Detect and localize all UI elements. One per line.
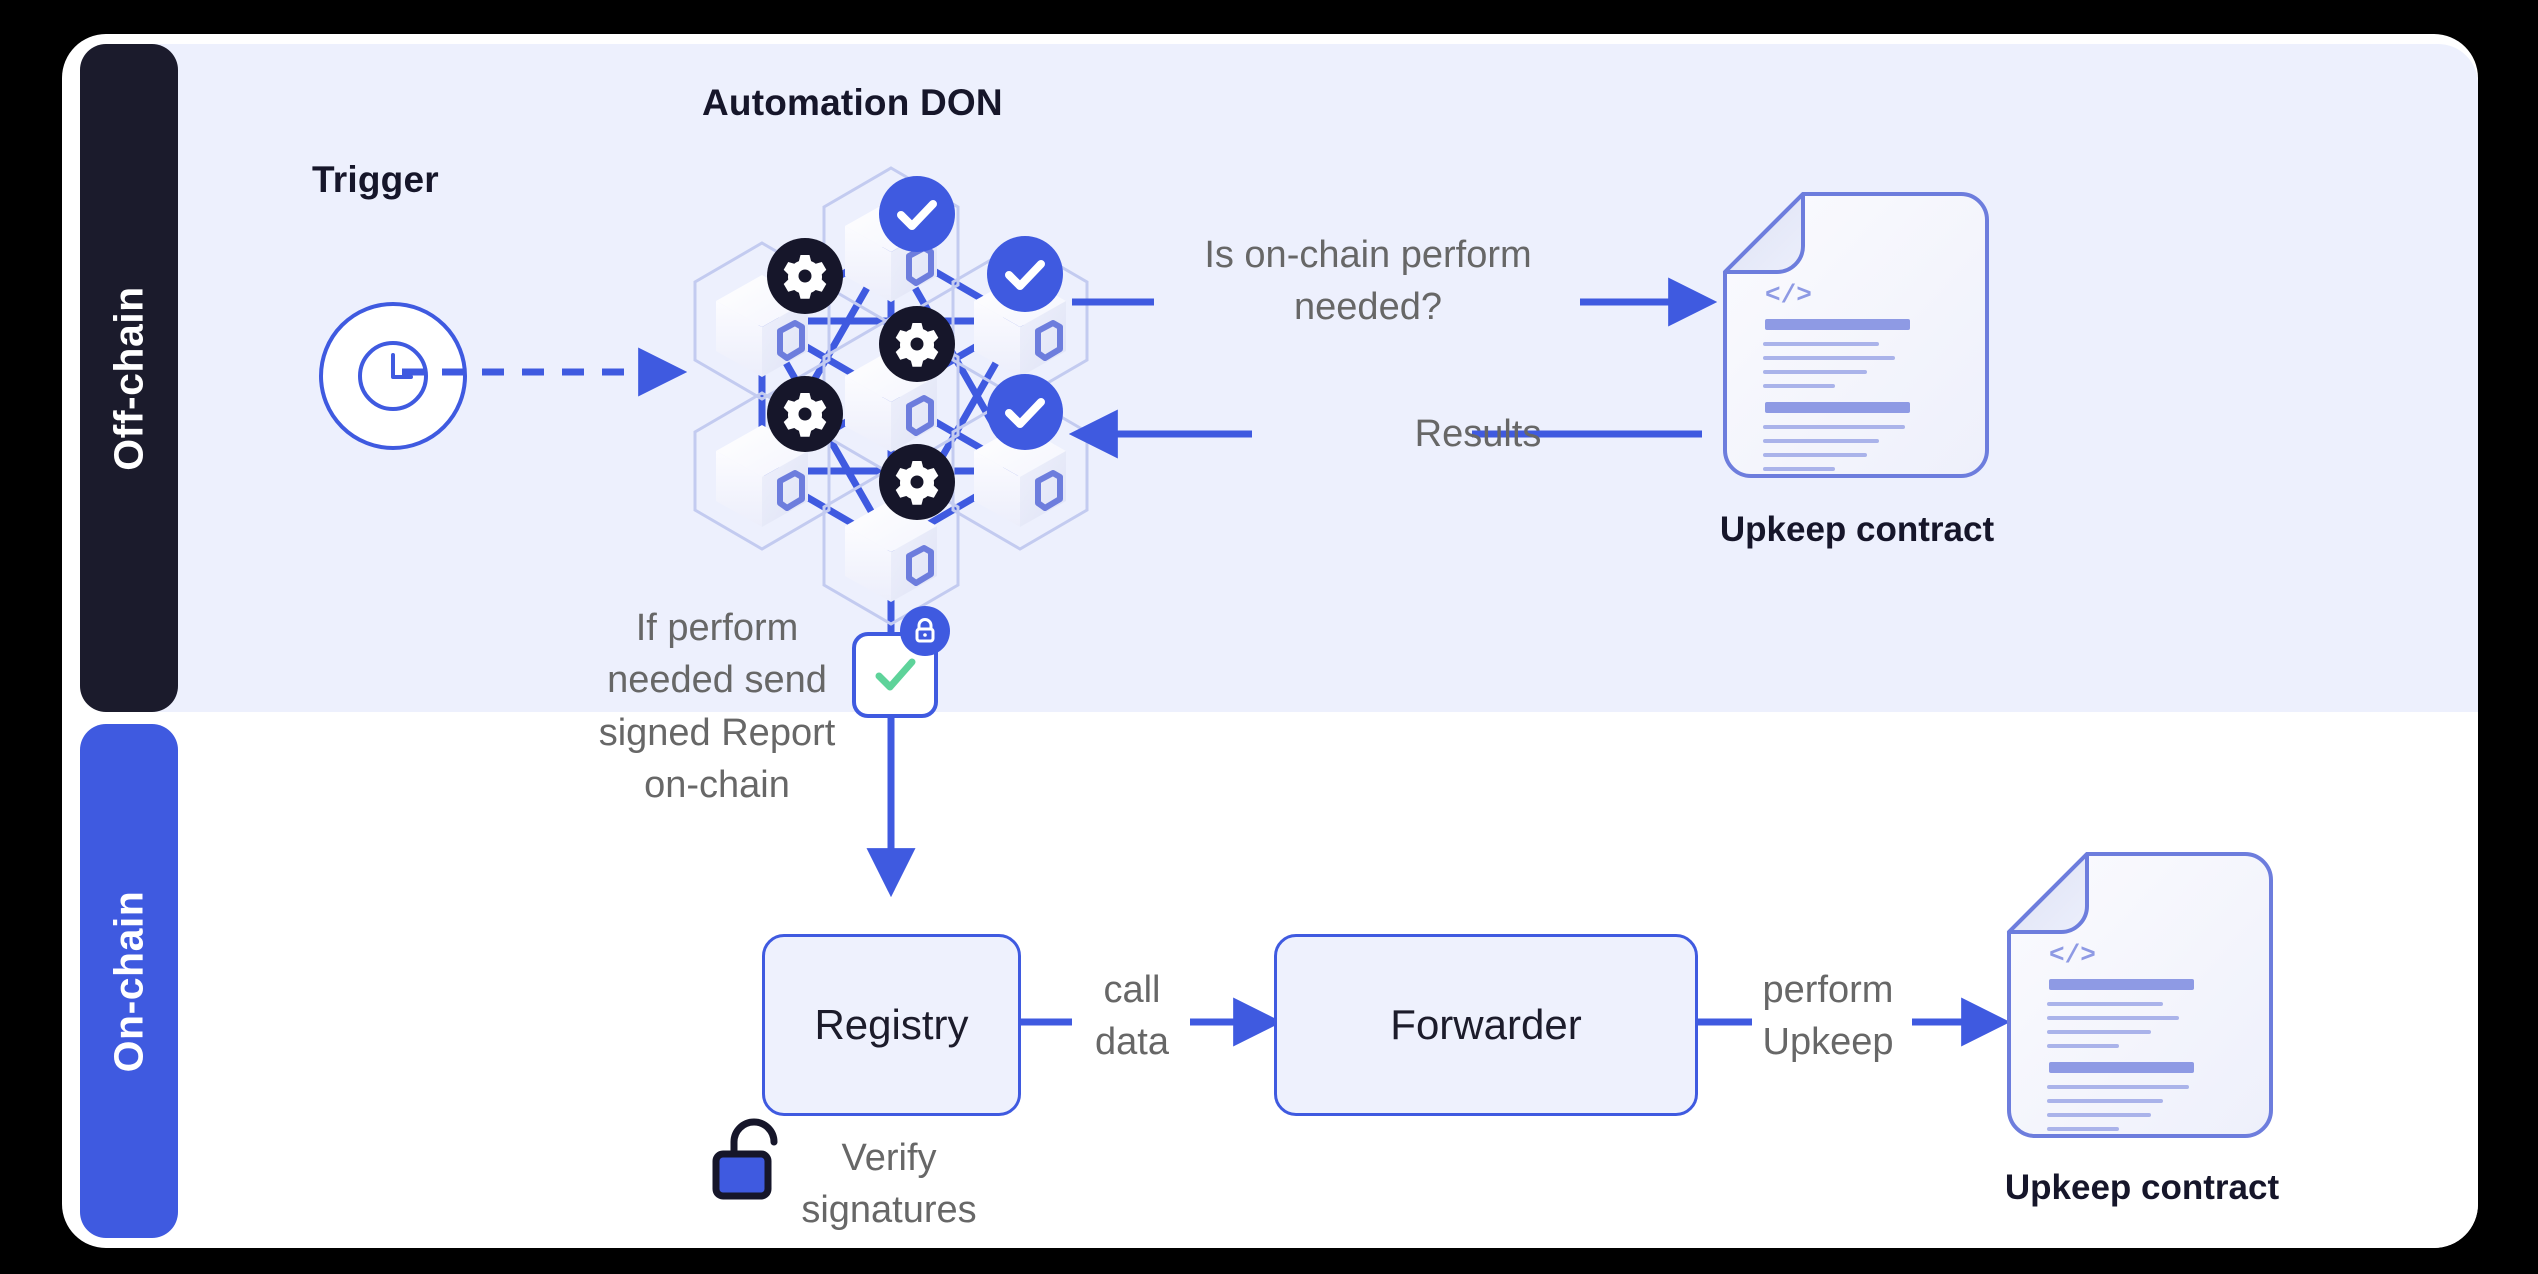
forwarder-box[interactable]: Forwarder xyxy=(1274,934,1698,1116)
forwarder-label: Forwarder xyxy=(1390,1001,1582,1048)
lane-label-offchain: Off-chain xyxy=(80,44,178,712)
clock-icon xyxy=(358,341,428,411)
trigger-clock-node[interactable] xyxy=(319,302,467,450)
upkeep-contract-caption-onchain: Upkeep contract xyxy=(2004,1168,2280,1207)
results-label: Results xyxy=(1414,413,1542,455)
lane-label-offchain-text: Off-chain xyxy=(105,285,152,471)
perform-needed-question: Is on-chain perform needed? xyxy=(1204,234,1532,329)
perform-upkeep-label: perform Upkeep xyxy=(1762,969,1894,1064)
signed-report-note: If perform needed send signed Report on-… xyxy=(598,607,836,807)
lane-label-onchain-text: On-chain xyxy=(105,890,152,1072)
lane-label-onchain: On-chain xyxy=(80,724,178,1238)
lock-closed-icon xyxy=(915,618,935,643)
diagram-card: Off-chain On-chain Trigger Automation DO… xyxy=(62,34,2478,1248)
signed-report-lock-badge xyxy=(900,606,950,656)
upkeep-contract-caption-offchain: Upkeep contract xyxy=(1719,510,1995,549)
offchain-panel xyxy=(142,44,2478,712)
call-data-label: call data xyxy=(1095,969,1169,1064)
registry-box[interactable]: Registry xyxy=(762,934,1021,1116)
registry-label: Registry xyxy=(814,1001,969,1048)
check-icon xyxy=(875,658,916,691)
don-title: Automation DON xyxy=(702,82,1003,123)
trigger-label: Trigger xyxy=(312,159,439,200)
verify-signatures-label: Verify signatures xyxy=(801,1137,977,1232)
